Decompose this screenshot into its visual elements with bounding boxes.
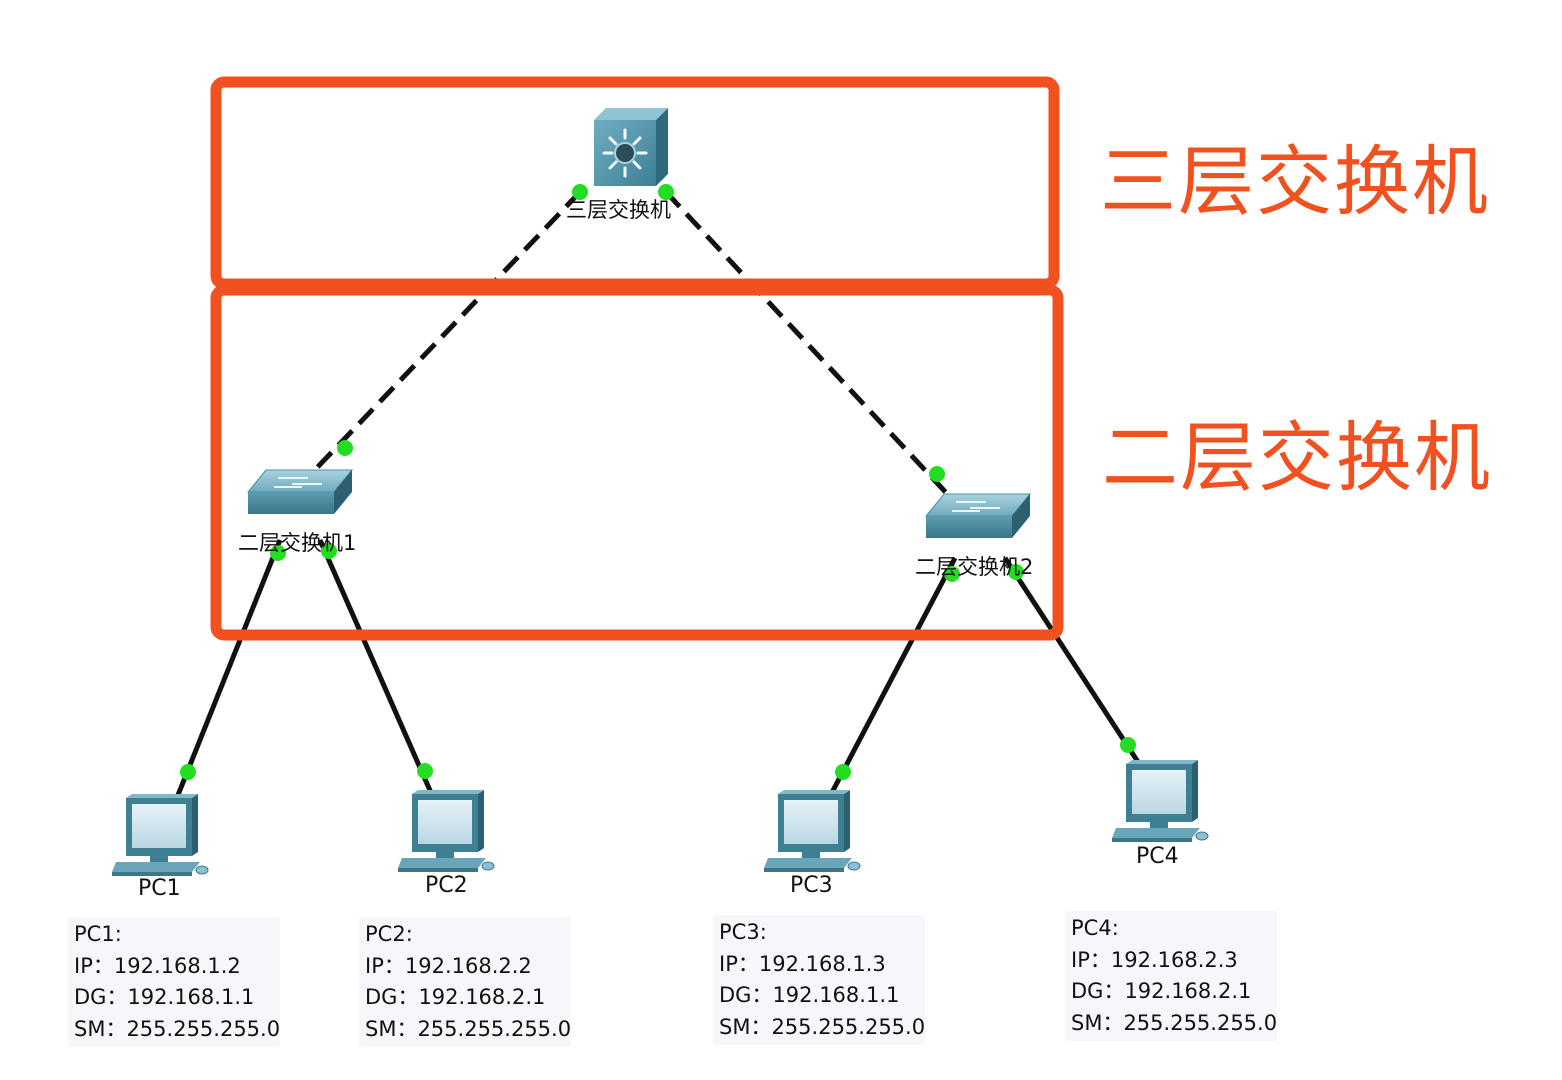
pc2-icon[interactable]: [397, 789, 495, 873]
link-endpoint-dot: [1120, 737, 1136, 753]
pc3-name: PC3: [790, 873, 833, 898]
link-endpoint-dot: [180, 764, 196, 780]
pc-dg: DG：192.168.1.1: [719, 983, 900, 1007]
pc2-info-box: PC2: IP：192.168.2.2 DG：192.168.2.1 SM：25…: [359, 917, 571, 1047]
l3-layer-frame: [210, 76, 1060, 290]
uplink-2-cable: [664, 190, 967, 515]
link-endpoint-dot: [1008, 564, 1024, 580]
pc-info-title: PC4:: [1071, 916, 1119, 940]
pc1-info-box: PC1: IP：192.168.1.2 DG：192.168.1.1 SM：25…: [68, 917, 280, 1047]
access-switch-1-label: 二层交换机1: [238, 531, 357, 555]
pc-info-title: PC3:: [719, 920, 767, 944]
pc-sm: SM：255.255.255.0: [365, 1016, 572, 1041]
switch-icon[interactable]: [247, 469, 353, 515]
pc-ip: IP：192.168.1.2: [74, 953, 241, 978]
link-endpoints: [180, 184, 1136, 780]
pc-info-title: PC2:: [365, 922, 413, 946]
link-endpoint-dot: [929, 466, 945, 482]
switch-icon[interactable]: [925, 493, 1031, 539]
link-endpoint-dot: [321, 543, 337, 559]
l3-layer-label: 三层交换机: [1100, 137, 1490, 226]
pc2-name: PC2: [425, 873, 468, 898]
uplink-1-cable: [288, 190, 582, 498]
link-endpoint-dot: [270, 545, 286, 561]
pc3-icon[interactable]: [763, 789, 861, 873]
pc-sm: SM：255.255.255.0: [74, 1016, 281, 1041]
pc-sm: SM：255.255.255.0: [719, 1014, 926, 1039]
pc4-name: PC4: [1136, 844, 1179, 869]
pc3-info-box: PC3: IP：192.168.1.3 DG：192.168.1.1 SM：25…: [713, 915, 925, 1045]
link-endpoint-dot: [417, 763, 433, 779]
l2-layer-label: 二层交换机: [1102, 413, 1492, 502]
pc-dg: DG：192.168.2.1: [365, 985, 546, 1009]
pc1-icon[interactable]: [111, 793, 209, 877]
pc4-info-box: PC4: IP：192.168.2.3 DG：192.168.2.1 SM：25…: [1065, 911, 1277, 1041]
pc-dg: DG：192.168.2.1: [1071, 979, 1252, 1003]
link-endpoint-dot: [658, 184, 674, 200]
pc3-cable: [825, 556, 958, 802]
pc4-cable: [1002, 556, 1143, 767]
link-endpoint-dot: [835, 764, 851, 780]
core-switch-label: 三层交换机: [566, 198, 671, 222]
pc-ip: IP：192.168.2.3: [1071, 947, 1238, 972]
pc1-name: PC1: [138, 876, 181, 901]
pc-ip: IP：192.168.2.2: [365, 953, 532, 978]
pc2-cable: [317, 538, 435, 797]
link-endpoint-dot: [337, 440, 353, 456]
l2-layer-frame: [210, 284, 1064, 641]
multilayer-switch-icon[interactable]: [594, 108, 668, 186]
link-endpoint-dot: [572, 184, 588, 200]
pc-ip: IP：192.168.1.3: [719, 951, 886, 976]
pc-sm: SM：255.255.255.0: [1071, 1010, 1278, 1035]
pc4-icon[interactable]: [1111, 759, 1209, 843]
access-switch-2-label: 二层交换机2: [915, 555, 1034, 579]
link-endpoint-dot: [944, 566, 960, 582]
pc-dg: DG：192.168.1.1: [74, 985, 255, 1009]
pc-info-title: PC1:: [74, 922, 122, 946]
